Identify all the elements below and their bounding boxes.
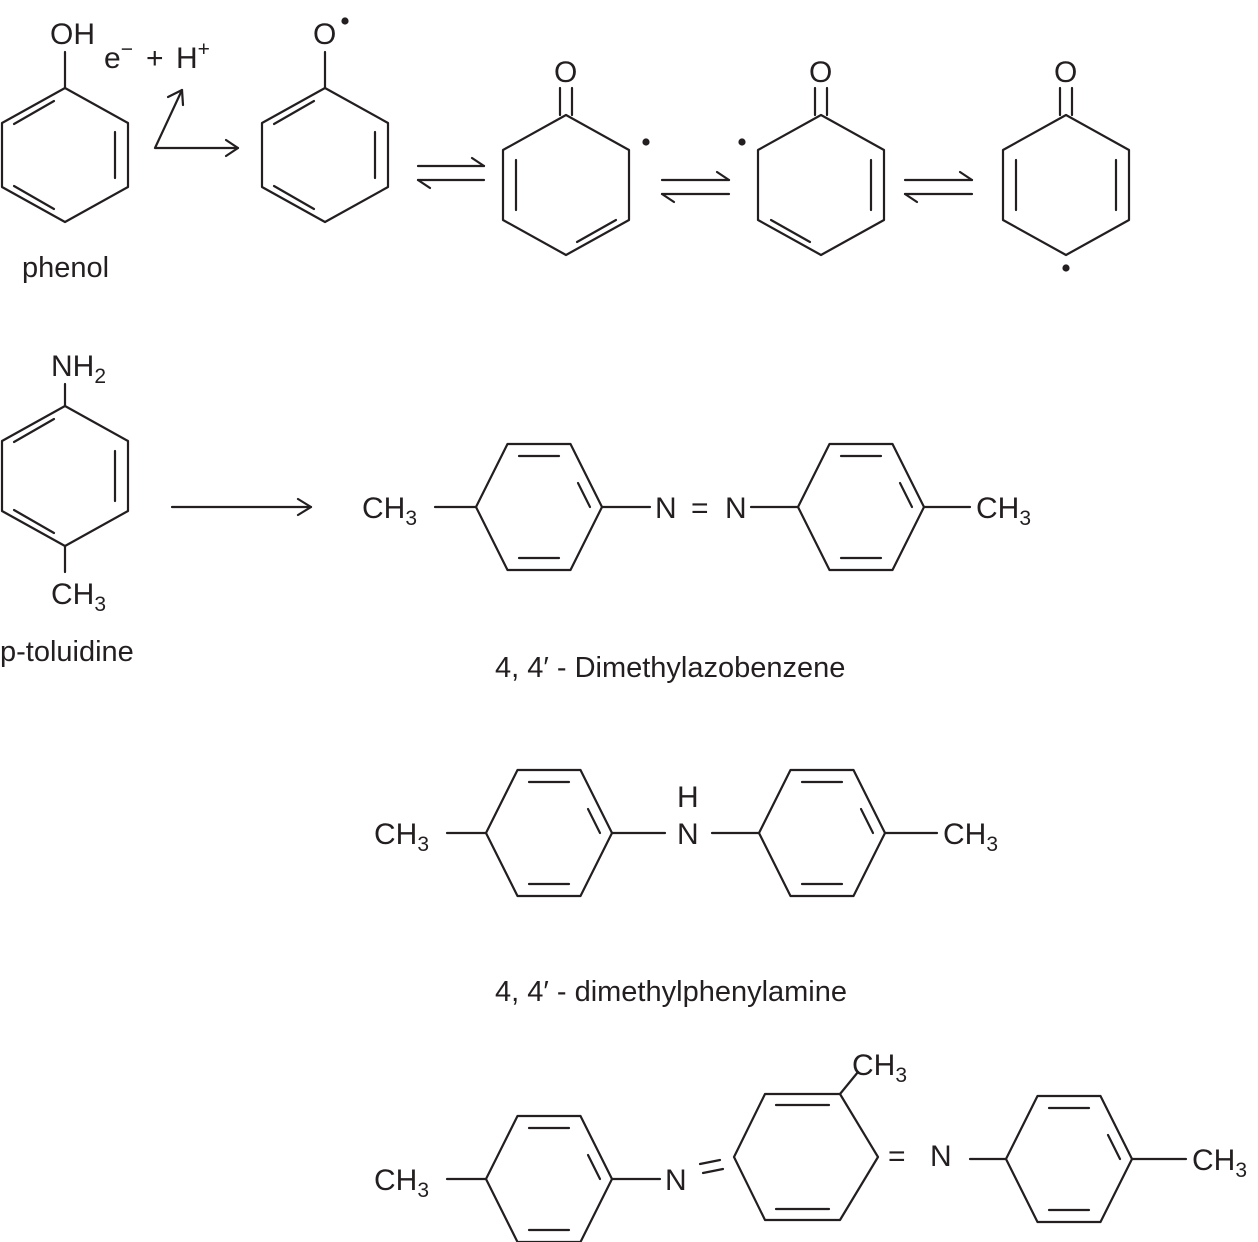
imine-nitrogen-label: N (665, 1164, 687, 1197)
proton-label: H+ (176, 38, 210, 75)
p-toluidine-structure: NH2 CH3 (0, 350, 130, 616)
carbonyl-oxygen-label: O (809, 56, 832, 89)
methyl-group-label: CH3 (374, 818, 429, 856)
azo-nitrogen-label: N (725, 492, 747, 525)
equilibrium-arrow-3 (903, 170, 974, 204)
amine-nitrogen-label: N (677, 818, 699, 851)
dimethylphenylamine-structure: CH3 H N CH3 (374, 768, 998, 898)
methyl-group-label: CH3 (976, 492, 1031, 530)
quinone-diimine-structure: CH3 N CH3 = N CH3 (374, 1049, 1247, 1242)
phenol-oh-label: OH (50, 18, 95, 51)
radical-dot (341, 17, 349, 25)
dimethylazobenzene-label: 4, 4′ - Dimethylazobenzene (495, 652, 845, 684)
methyl-group-label: CH3 (943, 818, 998, 856)
electron-label: e− (104, 38, 133, 75)
methyl-group-label: CH3 (362, 492, 417, 530)
imine-double-bond: = (888, 1140, 906, 1173)
carbonyl-oxygen-label: O (554, 56, 577, 89)
p-toluidine-label: p-toluidine (0, 636, 134, 668)
radical-dot (642, 138, 650, 146)
methyl-group-label: CH3 (852, 1049, 907, 1087)
dimethylphenylamine-label: 4, 4′ - dimethylphenylamine (495, 976, 847, 1008)
electron-proton-loss: e− + H+ (104, 38, 210, 75)
azo-double-bond: = (691, 492, 709, 525)
phenoxy-oxygen-label: O (313, 18, 336, 51)
reaction-arrow-1 (153, 88, 240, 158)
equilibrium-arrow-2 (660, 170, 731, 204)
methyl-group-label: CH3 (374, 1164, 429, 1202)
phenol-structure: OH (0, 18, 130, 224)
radical-dot (738, 138, 746, 146)
amino-group-label: NH2 (51, 350, 106, 388)
imine-nitrogen-label: N (930, 1140, 952, 1173)
phenoxy-radical-structure: O (260, 17, 390, 224)
dimethylazobenzene-structure: CH3 N = N CH3 (362, 442, 1031, 572)
phenol-label: phenol (22, 252, 109, 284)
radical-dot (1062, 264, 1070, 272)
carbonyl-oxygen-label: O (1054, 56, 1077, 89)
ortho-radical-structure-a: O (501, 56, 650, 257)
methyl-group-label: CH3 (1192, 1144, 1247, 1182)
equilibrium-arrow-1 (416, 156, 486, 190)
methyl-group-label: CH3 (51, 578, 106, 616)
plus-sign: + (146, 42, 164, 75)
amine-hydrogen-label: H (677, 781, 699, 814)
ortho-radical-structure-b: O (738, 56, 886, 257)
para-radical-structure: O (1001, 56, 1131, 272)
azo-nitrogen-label: N (655, 492, 677, 525)
reaction-arrow-2 (170, 497, 313, 517)
